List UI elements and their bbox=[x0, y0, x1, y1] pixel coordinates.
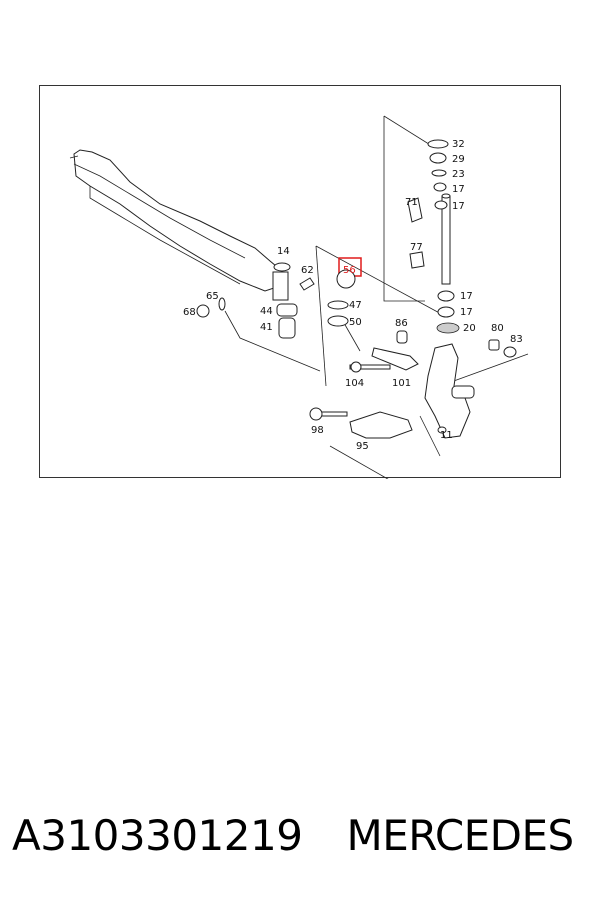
callout-95: 95 bbox=[356, 441, 369, 452]
callout-14: 14 bbox=[277, 246, 290, 257]
part-56-gear bbox=[336, 269, 356, 289]
callout-104: 104 bbox=[345, 378, 364, 389]
kingpin bbox=[441, 193, 451, 285]
callout-23: 23 bbox=[452, 169, 465, 180]
callout-62: 62 bbox=[301, 265, 314, 276]
callout-47: 47 bbox=[349, 300, 362, 311]
diagram-frame: 32 29 23 17 17 71 77 14 62 56 65 68 44 4… bbox=[39, 85, 561, 479]
callout-101: 101 bbox=[392, 378, 411, 389]
callout-50: 50 bbox=[349, 317, 362, 328]
exploded-parts-diagram: 32 29 23 17 17 71 77 14 62 56 65 68 44 4… bbox=[69, 115, 529, 479]
callout-86: 86 bbox=[395, 318, 408, 329]
callout-71: 71 bbox=[405, 197, 418, 208]
part-number: A3103301219 bbox=[12, 810, 303, 860]
washer-stack bbox=[427, 139, 460, 334]
callout-17a: 17 bbox=[452, 184, 465, 195]
brand-name: MERCEDES bbox=[346, 810, 574, 860]
callout-80: 80 bbox=[491, 323, 504, 334]
callout-65: 65 bbox=[206, 291, 219, 302]
part-caption: A3103301219 MERCEDES bbox=[12, 800, 592, 870]
callout-labels: 32 29 23 17 17 71 77 14 62 56 65 68 44 4… bbox=[183, 139, 523, 452]
callout-17b: 17 bbox=[452, 201, 465, 212]
callout-17c: 17 bbox=[460, 291, 473, 302]
callout-41: 41 bbox=[260, 322, 273, 333]
callout-20: 20 bbox=[463, 323, 476, 334]
steering-knuckle bbox=[424, 343, 475, 439]
axle-beam bbox=[69, 149, 289, 301]
callout-17d: 17 bbox=[460, 307, 473, 318]
callout-11: 11 bbox=[440, 430, 453, 441]
callout-44: 44 bbox=[260, 306, 273, 317]
small-parts bbox=[196, 197, 517, 439]
callout-56: 56 bbox=[343, 265, 356, 276]
callout-32: 32 bbox=[452, 139, 465, 150]
callout-29: 29 bbox=[452, 154, 465, 165]
callout-98: 98 bbox=[311, 425, 324, 436]
callout-77: 77 bbox=[410, 242, 423, 253]
callout-68: 68 bbox=[183, 307, 196, 318]
callout-83: 83 bbox=[510, 334, 523, 345]
